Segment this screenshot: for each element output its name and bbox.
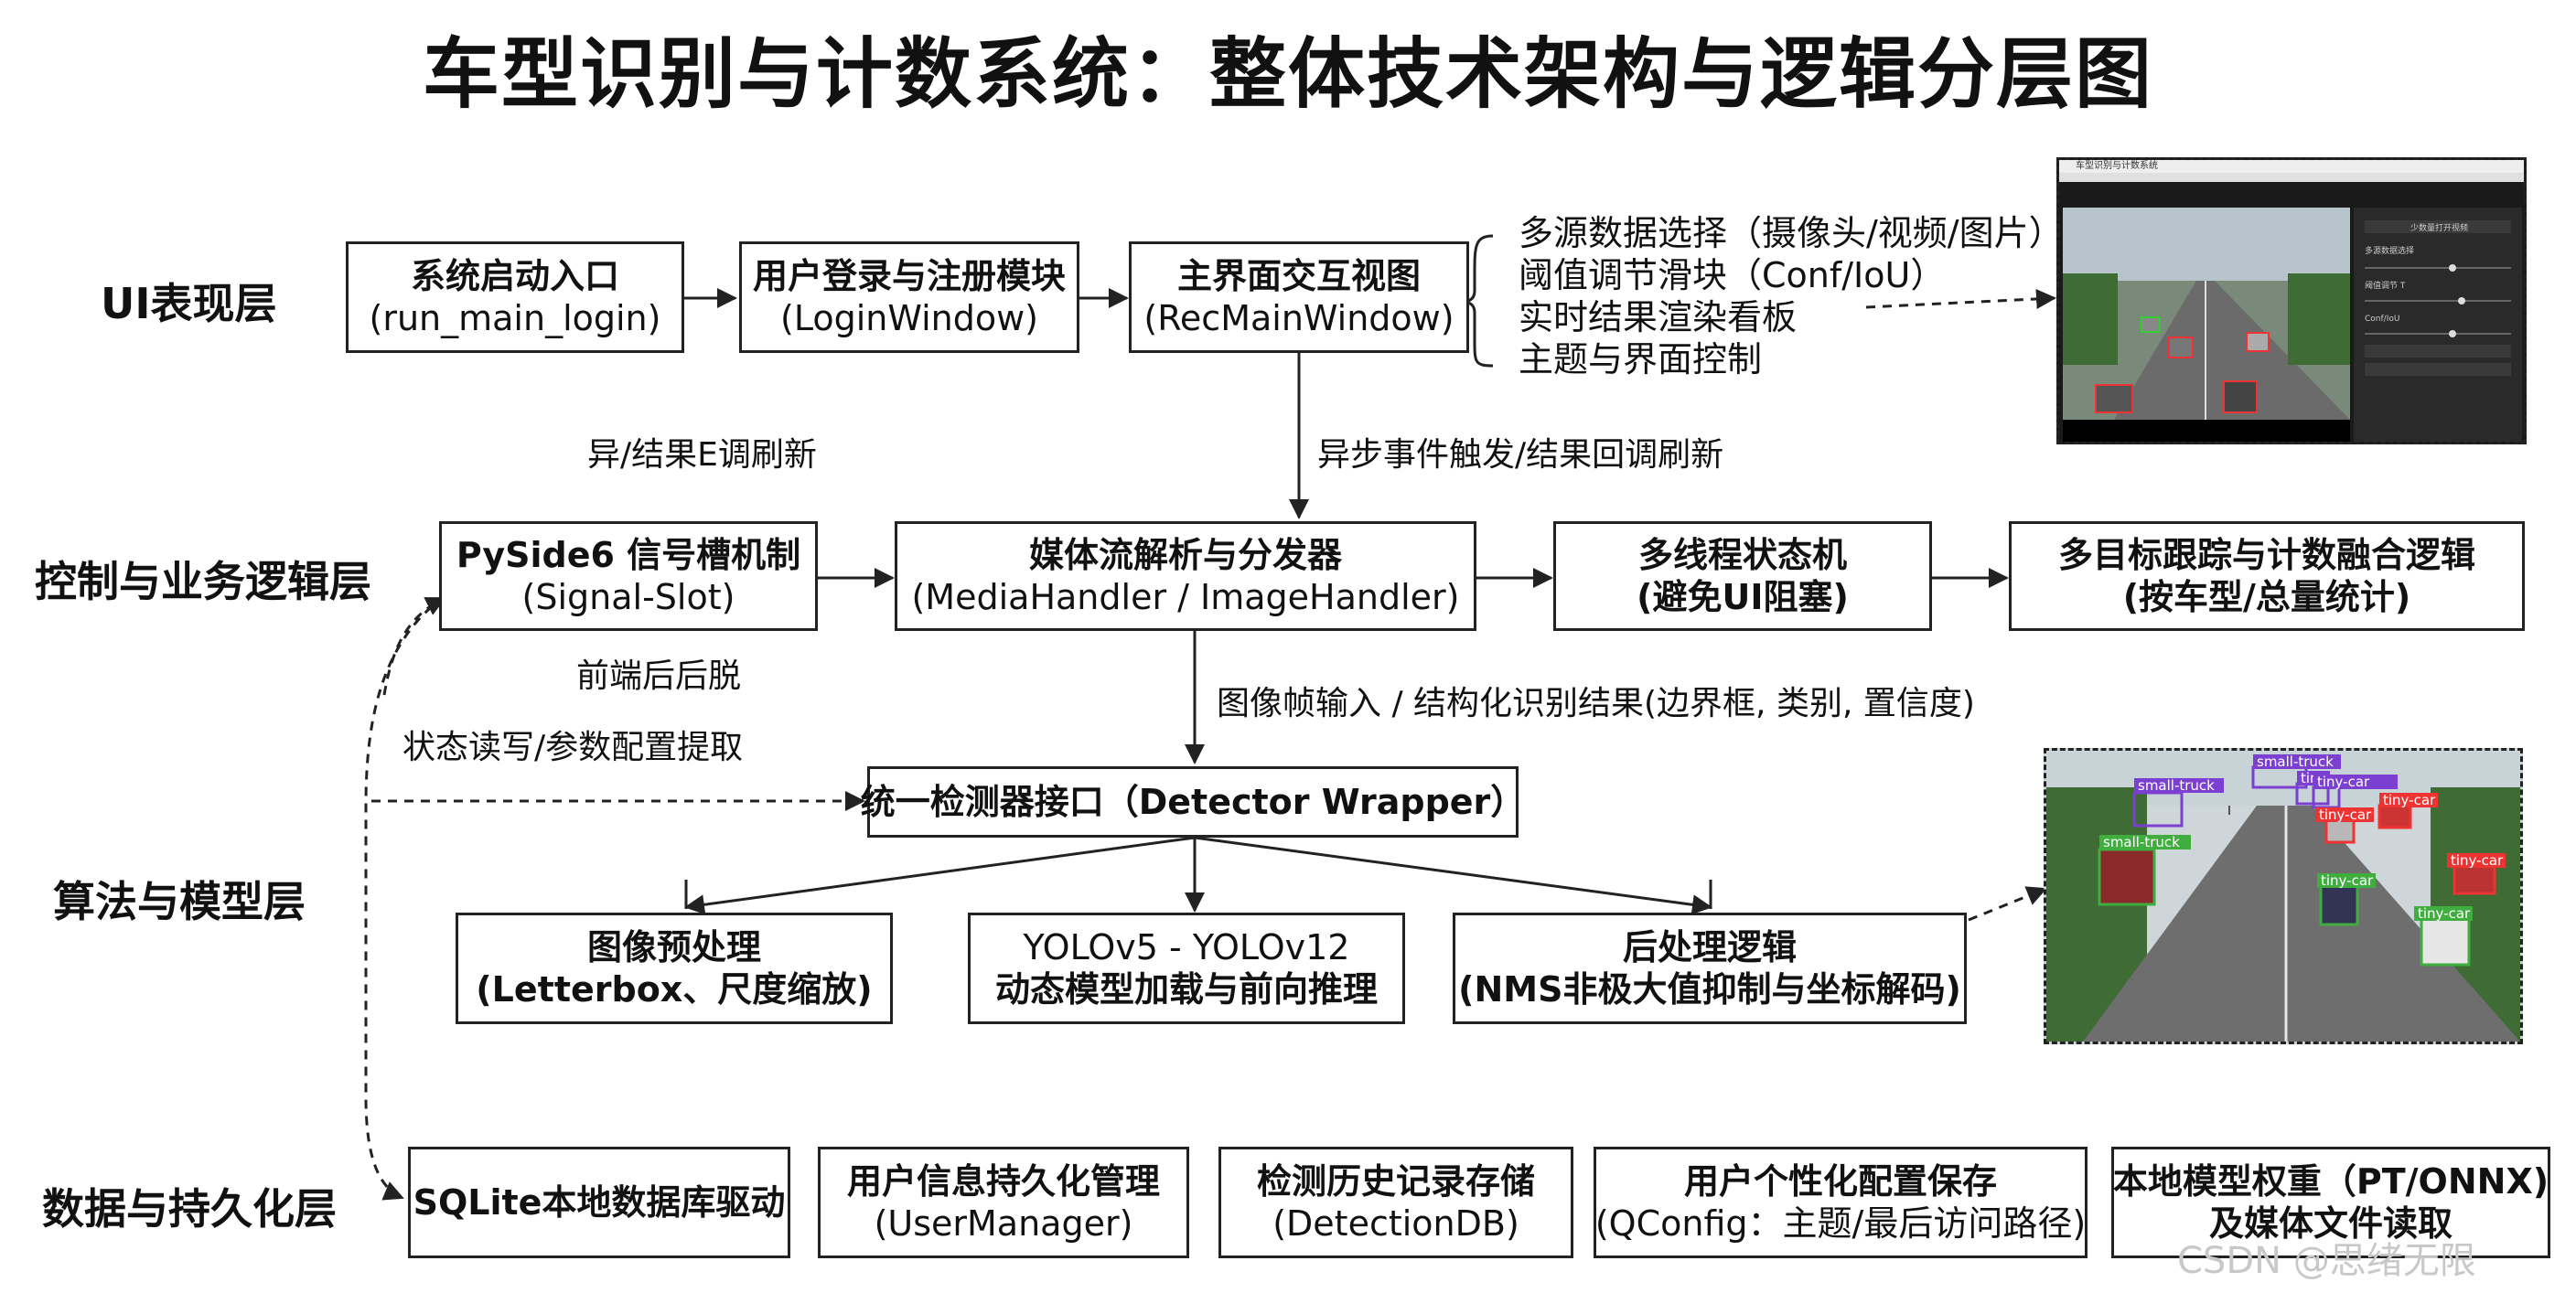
note-frames: 图像帧输入 / 结构化识别结果(边界框, 类别, 置信度) <box>1217 685 1975 722</box>
box-user-manager: 用户信息持久化管理(UserManager) <box>818 1147 1189 1258</box>
app-titlebar: 车型识别与计数系统 <box>2059 160 2524 173</box>
layer-label-ui: UI表现层 <box>101 279 277 328</box>
svg-text:tiny-car: tiny-car <box>2451 852 2504 869</box>
ui-feature-threshold: 阈值调节滑块（Conf/IoU） <box>1519 255 1946 295</box>
arrow-postprocess-to-screenshot <box>1968 886 2047 922</box>
svg-text:多源数据选择: 多源数据选择 <box>2365 245 2414 256</box>
box-preprocess: 图像预处理(Letterbox、尺度缩放) <box>456 913 893 1024</box>
dashed-left-connector <box>364 594 445 1201</box>
box-detection-db: 检测历史记录存储(DetectionDB) <box>1218 1147 1573 1258</box>
detection-screenshot: small-truck tiny small-truck small-truck… <box>2044 748 2523 1044</box>
box-login-window: 用户登录与注册模块(LoginWindow) <box>739 241 1079 353</box>
box-media-handler: 媒体流解析与分发器(MediaHandler / ImageHandler) <box>895 521 1476 631</box>
ui-feature-source: 多源数据选择（摄像头/视频/图片） <box>1519 213 2064 253</box>
svg-text:少数量打开视频: 少数量打开视频 <box>2410 222 2468 233</box>
ui-feature-render: 实时结果渲染看板 <box>1519 297 1798 337</box>
arrow-detector-to-preprocess <box>684 836 1196 915</box>
note-state: 状态读写/参数配置提取 <box>402 729 744 766</box>
box-model-weights: 本地模型权重（PT/ONNX)及媒体文件读取 <box>2111 1147 2550 1258</box>
diagram-title: 车型识别与计数系统：整体技术架构与逻辑分层图 <box>422 29 2153 119</box>
arrow-features-to-screenshot <box>1865 288 2056 309</box>
svg-text:small-truck: small-truck <box>2138 777 2215 794</box>
box-postprocess: 后处理逻辑(NMS非极大值抑制与坐标解码) <box>1453 913 1967 1024</box>
svg-text:tiny-car: tiny-car <box>2418 905 2471 922</box>
svg-text:阈值调节 T: 阈值调节 T <box>2365 280 2406 291</box>
box-detector-wrapper: 统一检测器接口（Detector Wrapper） <box>861 766 1525 838</box>
layer-label-control: 控制与业务逻辑层 <box>35 557 371 606</box>
svg-text:tiny-car: tiny-car <box>2383 792 2436 808</box>
note-async-left: 异/结果E调刷新 <box>587 436 817 474</box>
box-system-entry: 系统启动入口(run_main_login) <box>346 241 684 353</box>
box-tracking-counting: 多目标跟踪与计数融合逻辑(按车型/总量统计) <box>2009 521 2525 631</box>
box-sqlite-driver: SQLite本地数据库驱动 <box>408 1147 790 1258</box>
svg-text:tiny-car: tiny-car <box>2317 774 2370 790</box>
app-menubar <box>2059 173 2524 182</box>
svg-text:small-truck: small-truck <box>2257 753 2334 770</box>
svg-text:tiny-car: tiny-car <box>2321 872 2374 889</box>
app-screenshot: 车型识别与计数系统 少数量打开视频 多源数据选择 阈值调节 T Conf/IoU <box>2056 157 2527 444</box>
arrow-detector-to-postprocess <box>1194 836 1712 915</box>
watermark: CSDN @思绪无限 <box>2177 1240 2476 1282</box>
box-rec-main-window: 主界面交互视图(RecMainWindow) <box>1129 241 1469 353</box>
box-qconfig: 用户个性化配置保存(QConfig：主题/最后访问路径) <box>1594 1147 2088 1258</box>
note-decouple: 前端后后脱 <box>576 657 742 695</box>
layer-label-algorithm: 算法与模型层 <box>53 877 306 926</box>
layer-label-data: 数据与持久化层 <box>42 1184 337 1234</box>
svg-text:small-truck: small-truck <box>2103 834 2180 850</box>
note-async-main: 异步事件触发/结果回调刷新 <box>1317 436 1724 474</box>
svg-text:Conf/IoU: Conf/IoU <box>2365 315 2399 324</box>
svg-text:tiny-car: tiny-car <box>2319 807 2372 823</box>
ui-feature-theme: 主题与界面控制 <box>1519 339 1763 379</box>
box-thread-state: 多线程状态机(避免UI阻塞) <box>1553 521 1932 631</box>
box-signal-slot: PySide6 信号槽机制(Signal-Slot) <box>439 521 818 631</box>
